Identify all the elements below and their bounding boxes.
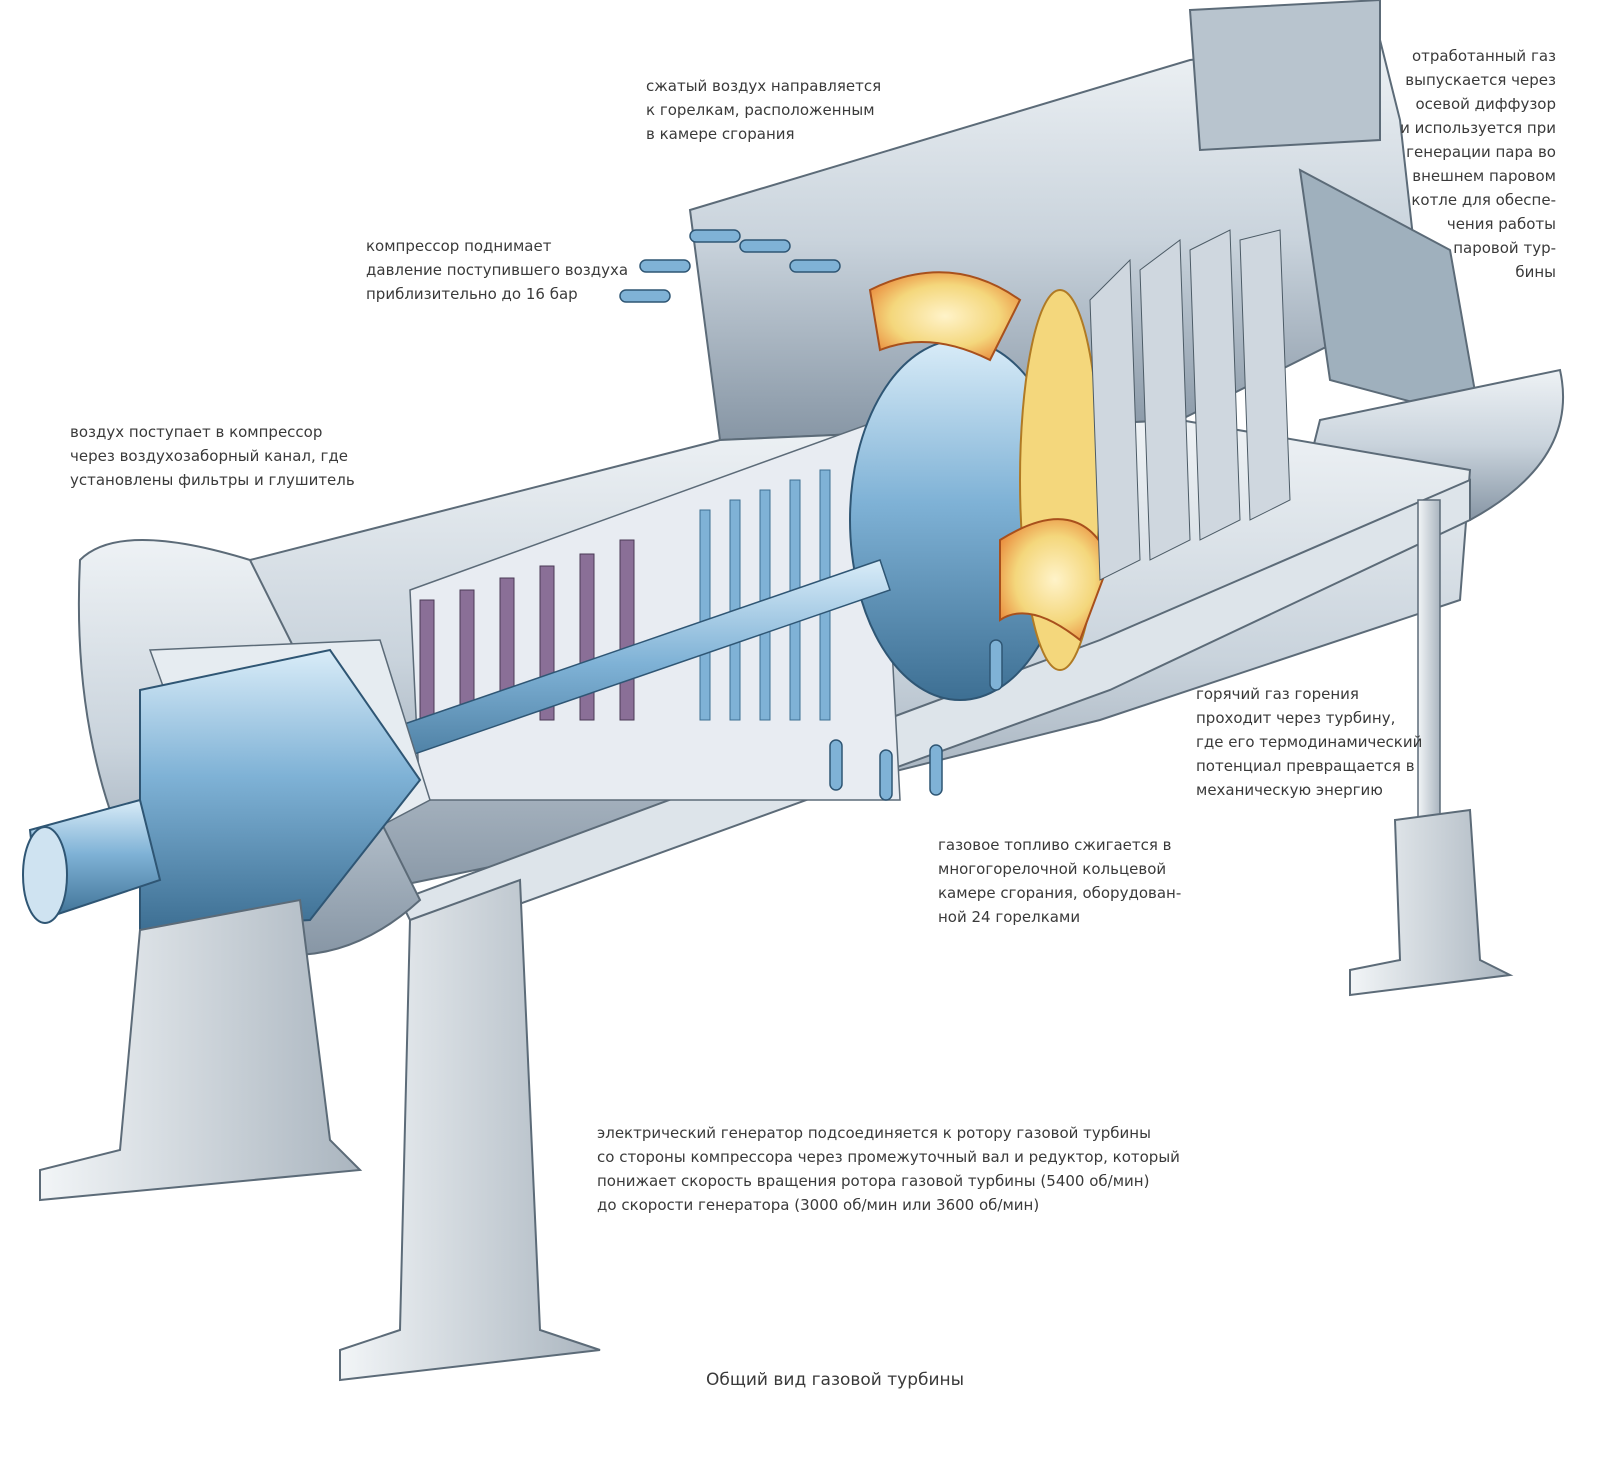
note-air-intake: воздух поступает в компрессор через возд… — [70, 423, 355, 489]
turbine-blade-rows — [1089, 229, 1291, 581]
note-hot-gas: горячий газ горения проходит через турби… — [1196, 685, 1423, 799]
note-compressed-air: сжатый воздух направляется к горелкам, р… — [646, 77, 882, 143]
burner-nozzles — [619, 229, 1003, 801]
support-stand-left — [39, 898, 363, 1202]
shaft-coupling-cone — [22, 648, 422, 932]
support-stand-middle — [339, 878, 601, 1382]
note-compressor: компрессор поднимает давление поступивше… — [366, 237, 629, 303]
combustion-section — [849, 271, 1112, 701]
figure-caption: Общий вид газовой турбины — [706, 1370, 965, 1390]
note-exhaust: отработанный газ выпускается через осево… — [1400, 47, 1556, 281]
support-stand-right — [1349, 499, 1514, 997]
note-fuel-combustion: газовое топливо сжигается в многогорелоч… — [938, 836, 1182, 926]
upper-turbine-casing — [688, 0, 1482, 442]
note-generator: электрический генератор подсоединяется к… — [597, 1124, 1180, 1214]
